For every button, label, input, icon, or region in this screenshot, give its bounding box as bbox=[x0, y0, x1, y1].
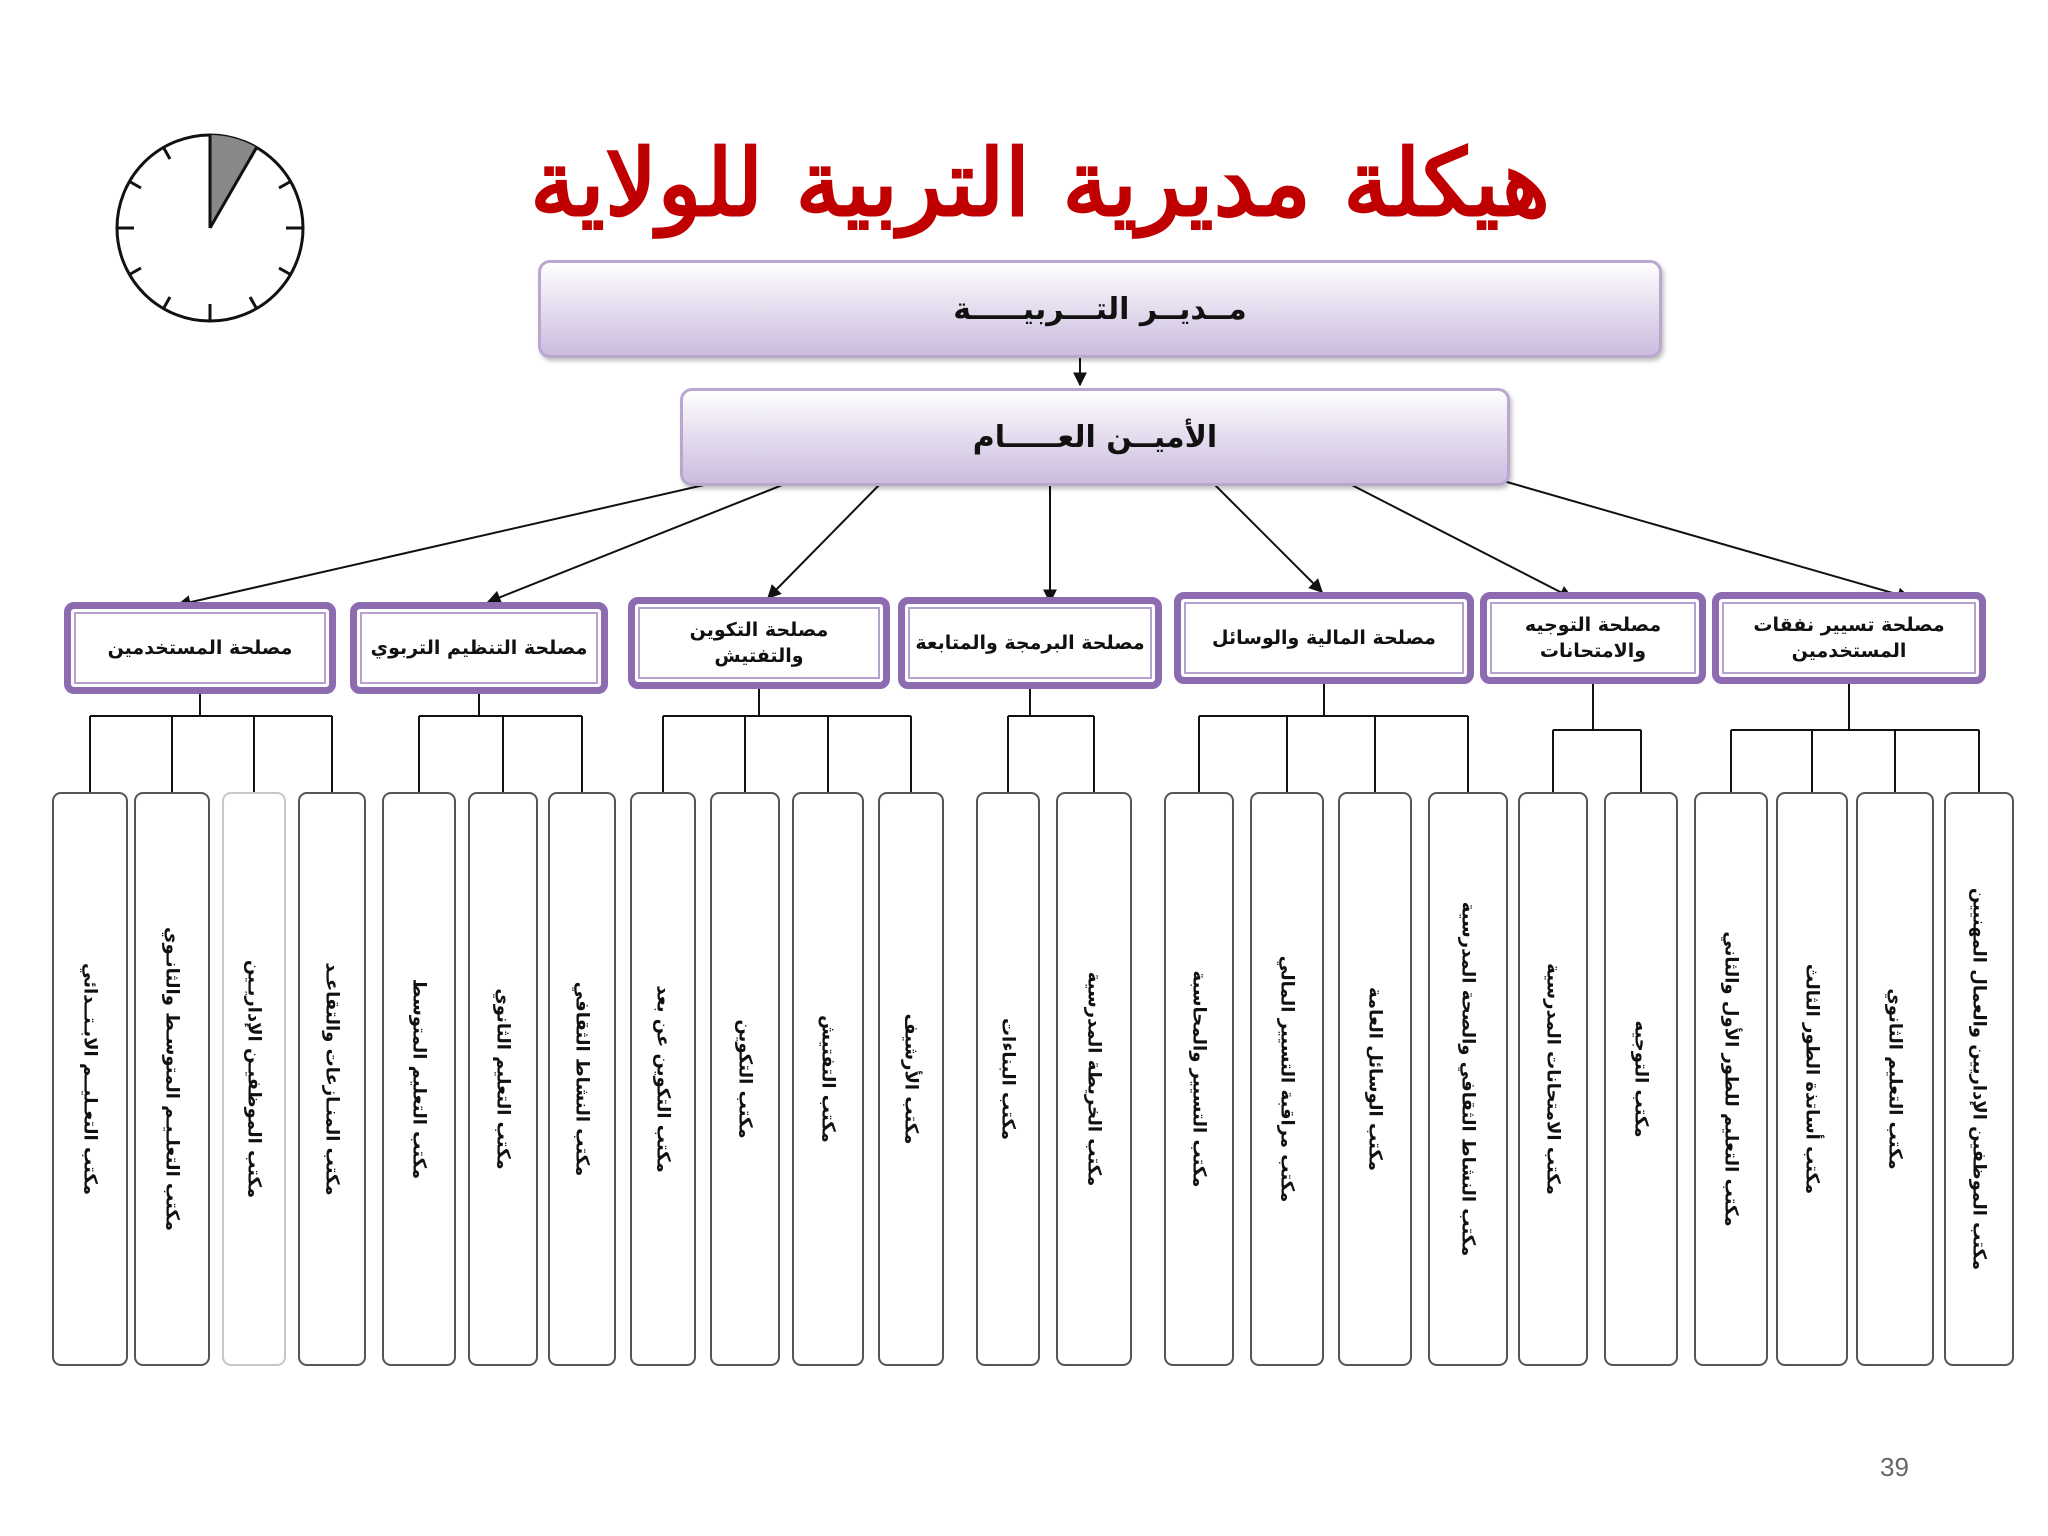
director-box: مــديــر التـــربيـــــة bbox=[538, 260, 1662, 358]
service-label: مصلحة المستخدمين bbox=[107, 637, 293, 659]
office-label: مكتب التعليم الثانوي bbox=[1884, 988, 1906, 1170]
office-label: مكتب التعليم الثانوي bbox=[492, 988, 514, 1170]
director-label: مــديــر التـــربيـــــة bbox=[953, 291, 1247, 327]
office-box: مكتب الموظفين الإداريين والعمال المهنيين bbox=[1944, 792, 2014, 1366]
office-label: مكتب أساتذة الطور الثالث bbox=[1801, 963, 1823, 1195]
connector-sg-service-3 bbox=[1209, 479, 1323, 593]
connector-sg-service-2 bbox=[1341, 479, 1574, 599]
office-label: مكتب التكوين bbox=[734, 1019, 756, 1139]
office-box: مكتب الوسائل العامة bbox=[1338, 792, 1412, 1366]
office-box: مكتب التفتيش bbox=[792, 792, 864, 1366]
service-box: مصلحة البرمجة والمتابعة bbox=[898, 597, 1162, 689]
office-label: مكتب الموظفيـن الإداريـين bbox=[243, 959, 265, 1199]
office-box: مكتب التسيير والمحاسبة bbox=[1164, 792, 1234, 1366]
office-label: مكتب الموظفين الإداريين والعمال المهنيين bbox=[1968, 887, 1990, 1271]
office-label: مكتب الأرشيف bbox=[900, 1013, 922, 1145]
office-box: مكتب النشاط الثقافي bbox=[548, 792, 616, 1366]
office-box: مكتب الخريطة المدرسية bbox=[1056, 792, 1132, 1366]
office-label: مكتب مراقبة التسيير المالي bbox=[1276, 955, 1298, 1203]
office-label: مكتب التسيير والمحاسبة bbox=[1188, 970, 1210, 1188]
connector-sg-service-6 bbox=[486, 479, 796, 604]
office-label: مكتب النشاط الثقافي bbox=[571, 981, 593, 1177]
office-label: مكتب التوجيه bbox=[1630, 1020, 1652, 1138]
office-label: مكتب التكوين عن بعد bbox=[652, 985, 674, 1173]
office-box: مكتب التكوين bbox=[710, 792, 780, 1366]
office-box: مكتب المنـازعات والتقاعـد bbox=[298, 792, 366, 1366]
office-label: مكتب المنـازعات والتقاعـد bbox=[321, 962, 343, 1196]
office-label: مكتب النشاط الثقافي والصحة المدرسية bbox=[1457, 901, 1479, 1257]
secretary-general-label: الأميــن العـــــام bbox=[972, 419, 1218, 455]
office-box: مكتب الامتحانات المدرسية bbox=[1518, 792, 1588, 1366]
office-box: مكتب التعليم الثانوي bbox=[468, 792, 538, 1366]
service-box: مصلحة المالية والوسائل bbox=[1174, 592, 1474, 684]
service-box: مصلحة المستخدمين bbox=[64, 602, 336, 694]
office-label: مكتب التعليم للطور الأول والثاني bbox=[1720, 931, 1742, 1227]
office-label: مكتب التعليم المتوسط bbox=[408, 978, 430, 1180]
office-box: مكتب التعـليــم الابـتــدائي bbox=[52, 792, 128, 1366]
office-label: مكتب الوسائل العامة bbox=[1364, 987, 1386, 1171]
office-label: مكتب الخريطة المدرسية bbox=[1083, 971, 1105, 1187]
office-box: مكتب النشاط الثقافي والصحة المدرسية bbox=[1428, 792, 1508, 1366]
service-label: مصلحة التوجيه والامتحانات bbox=[1524, 614, 1662, 662]
office-label: مكتب التفتيش bbox=[817, 1015, 839, 1143]
service-box: مصلحة التنظيم التربوي bbox=[350, 602, 608, 694]
office-box: مكتب الأرشيف bbox=[878, 792, 944, 1366]
office-box: مكتب أساتذة الطور الثالث bbox=[1776, 792, 1848, 1366]
service-label: مصلحة تسيير نفقات المستخدمين bbox=[1753, 614, 1945, 662]
office-label: مكتب التعلـيـم المتوسـط والثانـوي bbox=[161, 926, 183, 1232]
office-label: مكتب التعـليــم الابـتــدائي bbox=[79, 963, 101, 1195]
service-label: مصلحة التكوين والتفتيش bbox=[689, 619, 829, 667]
office-box: مكتب التكوين عن بعد bbox=[630, 792, 696, 1366]
page-title: هيكلة مديرية التربية للولاية bbox=[529, 129, 1551, 237]
office-label: مكتب البناءات bbox=[997, 1017, 1019, 1141]
service-box: مصلحة التكوين والتفتيش bbox=[628, 597, 890, 689]
service-box: مصلحة تسيير نفقات المستخدمين bbox=[1712, 592, 1986, 684]
page-number: 39 bbox=[1880, 1452, 1909, 1482]
office-box: مكتب مراقبة التسيير المالي bbox=[1250, 792, 1324, 1366]
service-box: مصلحة التوجيه والامتحانات bbox=[1480, 592, 1706, 684]
connector-sg-service-7 bbox=[176, 479, 727, 610]
connector-sg-service-5 bbox=[767, 479, 885, 599]
service-label: مصلحة البرمجة والمتابعة bbox=[915, 632, 1145, 654]
secretary-general-box: الأميــن العـــــام bbox=[680, 388, 1510, 486]
service-label: مصلحة المالية والوسائل bbox=[1212, 627, 1436, 649]
office-label: مكتب الامتحانات المدرسية bbox=[1542, 963, 1564, 1195]
office-box: مكتب التعليم الثانوي bbox=[1856, 792, 1934, 1366]
office-box: مكتب التعلـيـم المتوسـط والثانـوي bbox=[134, 792, 210, 1366]
office-box: مكتب التعليم المتوسط bbox=[382, 792, 456, 1366]
office-box: مكتب التعليم للطور الأول والثاني bbox=[1694, 792, 1768, 1366]
office-box: مكتب البناءات bbox=[976, 792, 1040, 1366]
office-box: مكتب الموظفيـن الإداريـين bbox=[222, 792, 286, 1366]
clock-icon bbox=[115, 133, 305, 323]
office-box: مكتب التوجيه bbox=[1604, 792, 1678, 1366]
service-label: مصلحة التنظيم التربوي bbox=[370, 637, 588, 659]
connector-sg-service-1 bbox=[1499, 479, 1912, 602]
